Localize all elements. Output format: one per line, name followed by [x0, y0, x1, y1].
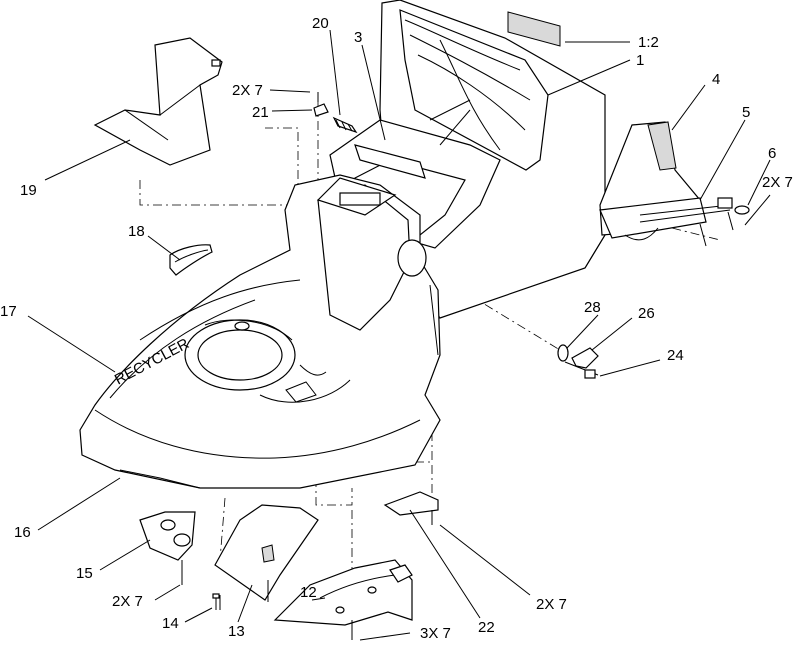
- part-19-shield: [93, 37, 223, 166]
- callout-4: 4: [712, 71, 720, 88]
- leader-lines: [27, 29, 771, 641]
- callout-13: 13: [228, 623, 245, 640]
- callout-14: 14: [162, 615, 179, 632]
- callout-2x7-bottom-left: 2X 7: [112, 593, 143, 610]
- callout-12: 12: [300, 584, 317, 601]
- callout-labels: 1:2 1 20 3 2X 7 21 4 5 6 2X 7 19 18 17 2…: [0, 15, 793, 642]
- callout-20: 20: [312, 15, 329, 32]
- callout-24: 24: [667, 347, 684, 364]
- callout-16: 16: [14, 524, 31, 541]
- part-13-baffle: [214, 504, 319, 610]
- callout-19: 19: [20, 182, 37, 199]
- callout-18: 18: [128, 223, 145, 240]
- callout-28: 28: [584, 299, 601, 316]
- callout-3: 3: [354, 29, 362, 46]
- callout-26: 26: [638, 305, 655, 322]
- callout-2x7-right: 2X 7: [762, 174, 793, 191]
- screws-14: [212, 593, 220, 610]
- callout-21: 21: [252, 104, 269, 121]
- part-20-spring: [313, 92, 358, 134]
- callout-1: 1: [636, 52, 644, 69]
- callout-5: 5: [742, 104, 750, 121]
- part-12-plate: [273, 559, 413, 640]
- rear-door: [599, 121, 750, 247]
- callout-1-2: 1:2: [638, 34, 659, 51]
- callout-17: 17: [0, 303, 17, 320]
- part-22-plate: [383, 491, 439, 525]
- part-18-grip: [169, 244, 213, 276]
- callout-3x7: 3X 7: [420, 625, 451, 642]
- callout-15: 15: [76, 565, 93, 582]
- callout-2x7-bottom-right: 2X 7: [536, 596, 567, 613]
- callout-2x7-top: 2X 7: [232, 82, 263, 99]
- latch-assembly: [557, 344, 599, 379]
- part-15-bracket: [139, 511, 196, 585]
- callout-6: 6: [768, 145, 776, 162]
- callout-22: 22: [478, 619, 495, 636]
- mower-deck: RECYCLER: [79, 174, 441, 489]
